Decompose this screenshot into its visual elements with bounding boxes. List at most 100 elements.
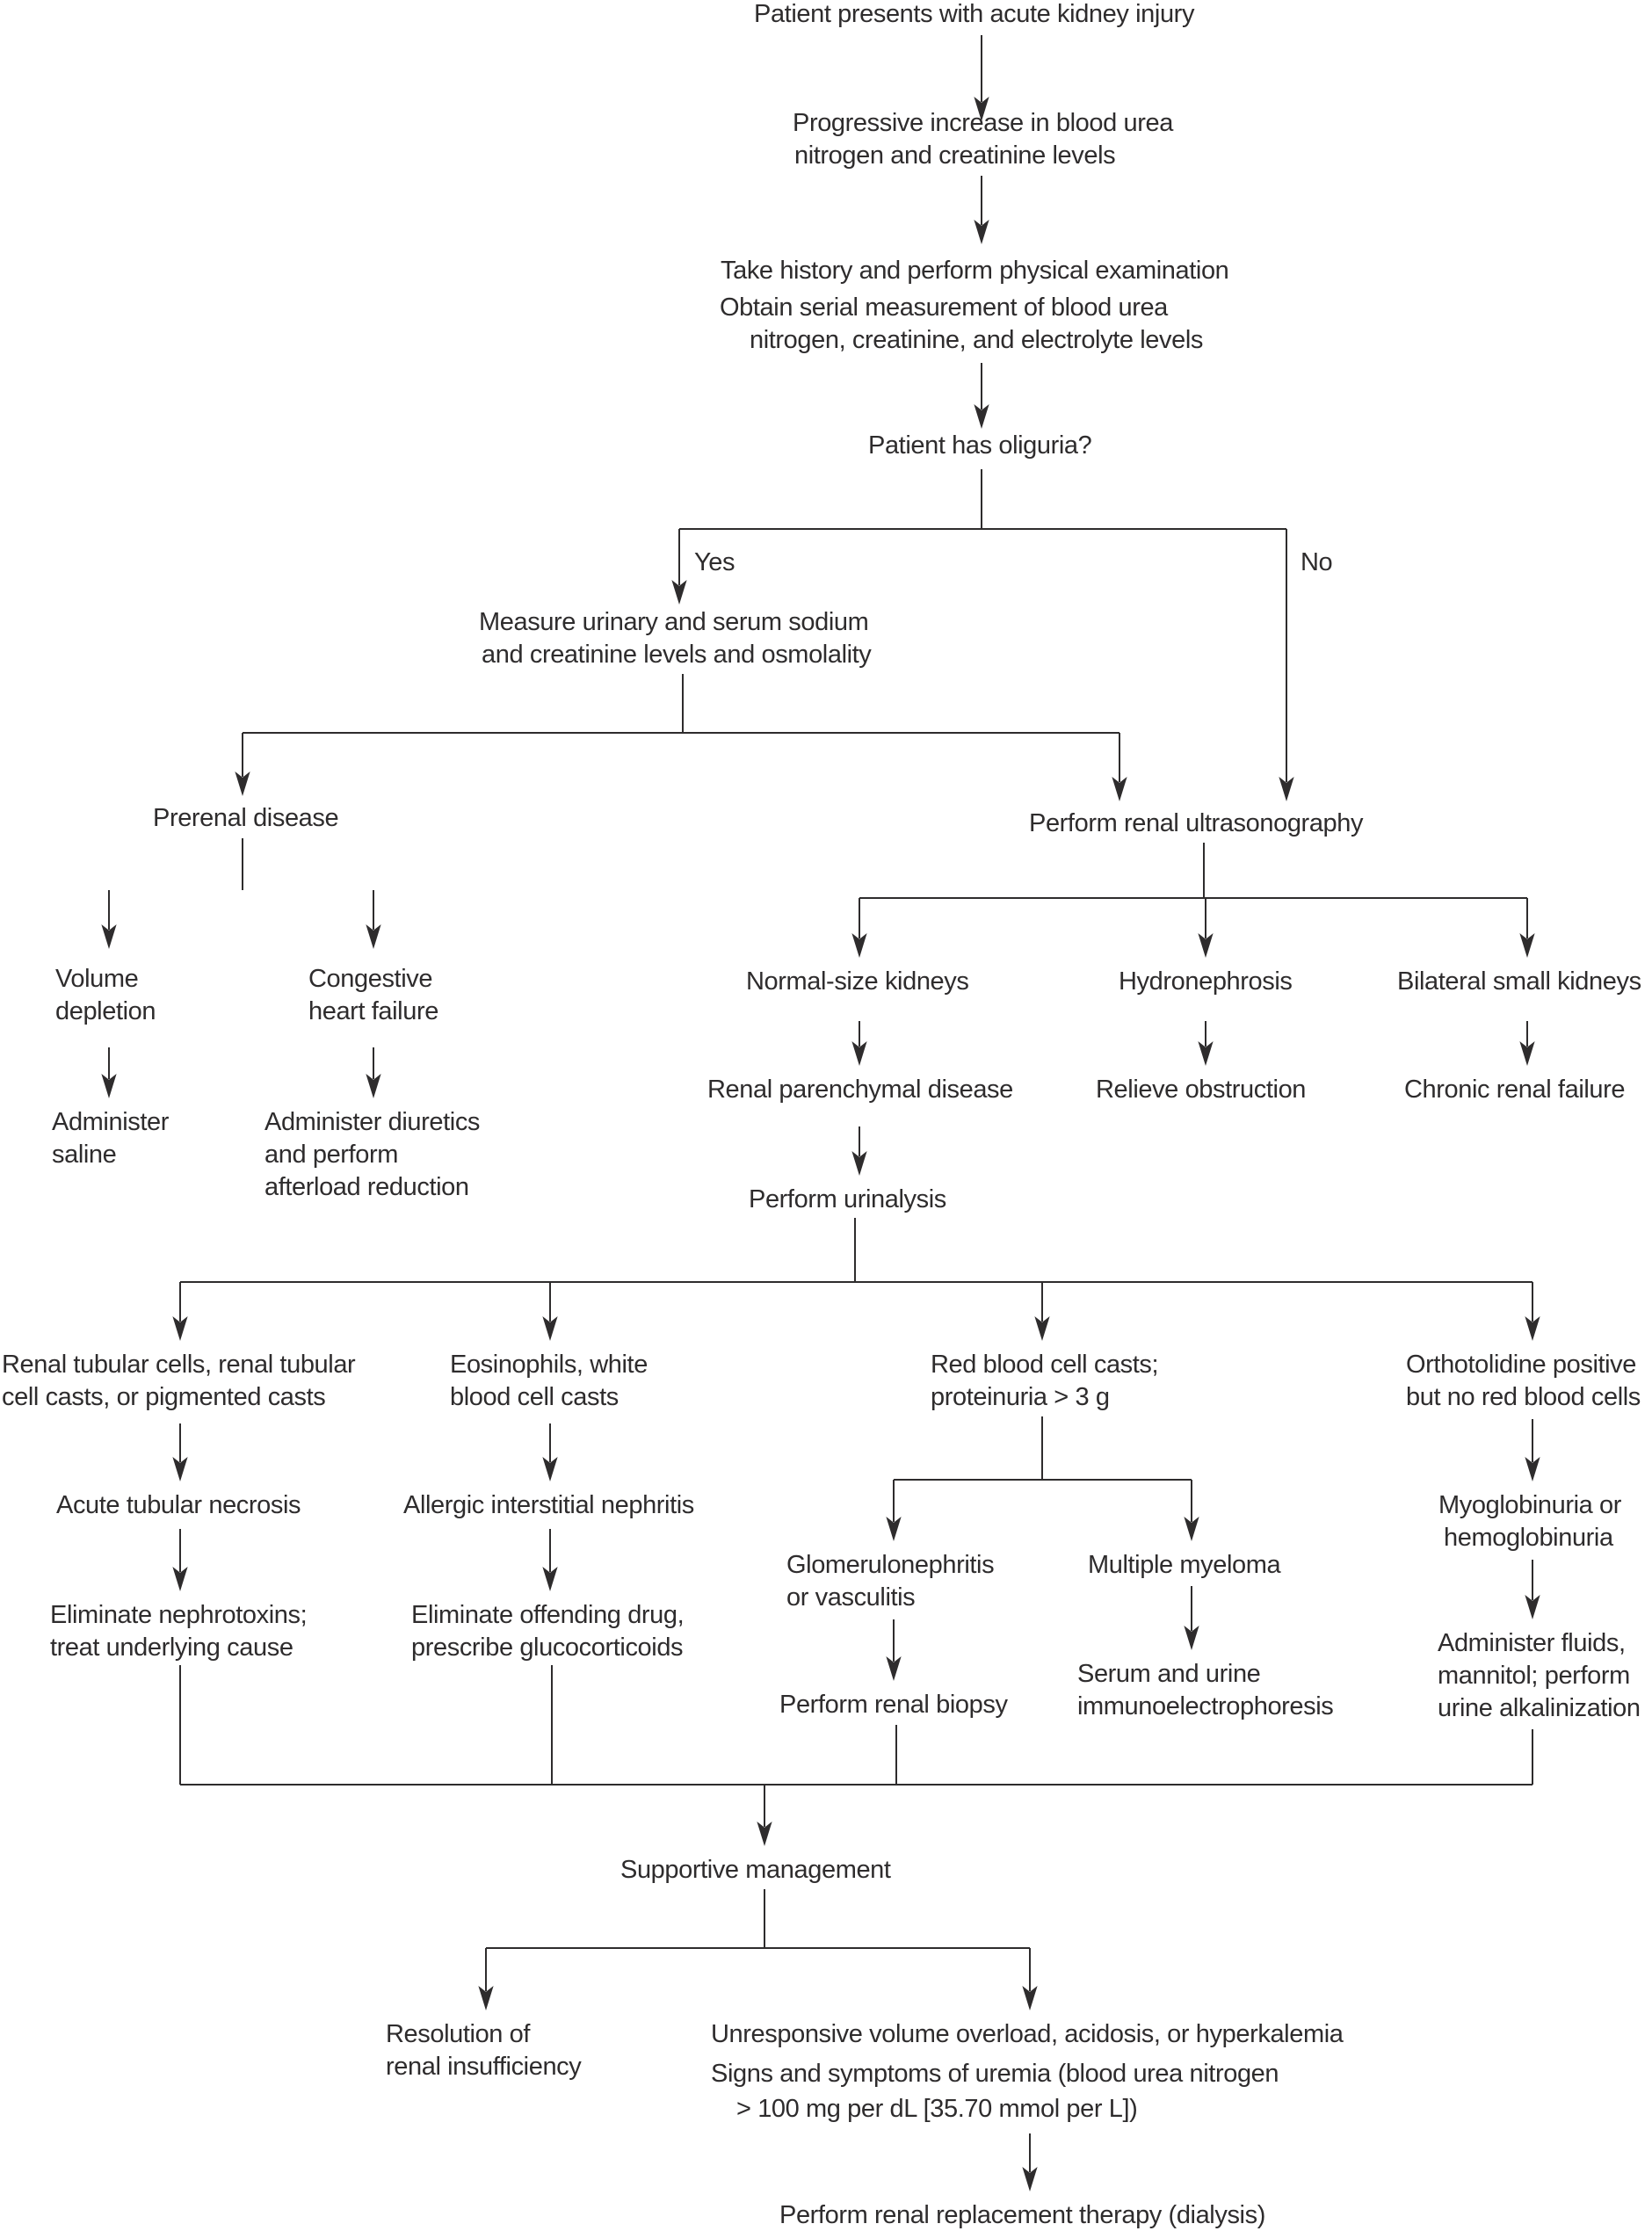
arrow-stem [108,1047,110,1079]
arrow-stem [549,1282,551,1322]
node-renal-ultrasonography-line: Perform renal ultrasonography [1029,809,1364,837]
connector-horizontal-line [243,732,1119,734]
node-normal-size-kidneys: Normal-size kidneys [746,966,969,998]
node-renal-tubular-cells-line: cell casts, or pigmented casts [2,1383,326,1411]
node-chronic-renal-failure-line: Chronic renal failure [1404,1076,1626,1104]
arrow-stem [549,1529,551,1572]
arrow-stem [1532,1560,1533,1600]
node-obtain-serial-line: Obtain serial measurement of blood urea [720,293,1168,322]
connector-horizontal-line [180,1784,1532,1786]
connector-vertical-line [1203,843,1205,898]
arrow-stem [1041,1282,1043,1322]
node-multiple-myeloma-line: Multiple myeloma [1088,1551,1281,1579]
node-hydronephrosis-line: Hydronephrosis [1119,967,1293,996]
node-administer-fluids-line: urine alkalinization [1438,1694,1641,1722]
arrow-stem [242,733,243,777]
arrow-stem [859,1126,860,1156]
connector-vertical-line [764,1889,765,1948]
node-renal-tubular-cells-line: Renal tubular cells, renal tubular [2,1351,356,1379]
connector-horizontal-line [679,528,1286,530]
node-red-blood-cell-casts: Red blood cell casts;proteinuria > 3 g [931,1349,1159,1414]
arrow-stem [1205,1021,1206,1047]
node-relieve-obstruction-line: Relieve obstruction [1096,1076,1307,1104]
connector-vertical-line [1041,1416,1043,1480]
arrow-stem [1526,898,1528,938]
node-perform-renal-biopsy: Perform renal biopsy [779,1689,1008,1721]
arrow-stem [893,1619,895,1662]
arrow-stem [1286,529,1287,782]
node-red-blood-cell-casts-line: Red blood cell casts; [931,1351,1159,1379]
arrow-stem [108,890,110,930]
node-volume-depletion-line: Volume [55,965,139,993]
node-serum-urine-immuno: Serum and urine immunoelectrophoresis [1077,1658,1334,1723]
node-perform-urinalysis: Perform urinalysis [749,1184,946,1216]
node-allergic-interstitial-nephritis: Allergic interstitial nephritis [403,1489,694,1522]
arrow-stem [373,1047,374,1079]
node-renal-replacement-therapy: Perform renal replacement therapy (dialy… [779,2199,1265,2231]
node-prerenal-disease-line: Prerenal disease [153,804,339,832]
node-obtain-serial-line: nitrogen, creatinine, and electrolyte le… [750,326,1203,354]
connector-vertical-line [854,1218,856,1282]
arrow-stem [1029,2133,1031,2172]
node-acute-tubular-necrosis-line: Acute tubular necrosis [56,1491,301,1519]
arrow-stem [1191,1480,1192,1522]
node-supportive-management: Supportive management [620,1854,891,1887]
node-bilateral-small-kidneys: Bilateral small kidneys [1397,966,1641,998]
node-bilateral-small-kidneys-line: Bilateral small kidneys [1397,967,1641,996]
node-unresponsive-overload-line: Signs and symptoms of uremia (blood urea… [711,2060,1279,2088]
arrow-stem [373,890,374,930]
node-serum-urine-immuno-line: Serum and urine [1077,1660,1261,1688]
arrow-stem [678,529,680,585]
connector-horizontal-line [486,1947,1030,1949]
node-renal-replacement-therapy-line: Perform renal replacement therapy (dialy… [779,2201,1265,2229]
node-eliminate-nephrotoxins: Eliminate nephrotoxins;treat underlying … [50,1599,308,1664]
node-renal-parenchymal-disease-line: Renal parenchymal disease [707,1076,1013,1104]
connector-vertical-line [242,838,243,890]
node-acute-tubular-necrosis: Acute tubular necrosis [56,1489,301,1522]
node-multiple-myeloma: Multiple myeloma [1088,1549,1281,1582]
node-normal-size-kidneys-line: Normal-size kidneys [746,967,969,996]
node-eliminate-nephrotoxins-line: treat underlying cause [50,1633,293,1662]
node-eliminate-offending-drug-line: prescribe glucocorticoids [411,1633,684,1662]
node-take-history-line: Take history and perform physical examin… [721,257,1229,285]
node-unresponsive-overload-line: Unresponsive volume overload, acidosis, … [711,2020,1344,2048]
node-supportive-management-line: Supportive management [620,1856,891,1884]
connector-vertical-line [895,1725,897,1785]
node-serum-urine-immuno-line: immunoelectrophoresis [1077,1692,1334,1720]
node-perform-urinalysis-line: Perform urinalysis [749,1185,946,1213]
node-congestive-heart-failure-line: heart failure [308,997,438,1025]
node-patient-presents: Patient presents with acute kidney injur… [754,0,1194,31]
arrow-stem [981,35,982,102]
connector-horizontal-line [180,1281,1532,1283]
node-progressive-increase-line: nitrogen and creatinine levels [794,141,1116,170]
node-label-no-line: No [1301,548,1333,576]
node-measure-urinary-line: Measure urinary and serum sodium [479,608,869,636]
arrow-stem [859,1021,860,1047]
node-prerenal-disease: Prerenal disease [153,802,339,835]
node-administer-fluids-line: Administer fluids, [1438,1629,1626,1657]
node-oliguria-question-line: Patient has oliguria? [868,431,1092,460]
connector-vertical-line [682,674,684,733]
arrow-stem [764,1785,765,1827]
node-renal-parenchymal-disease: Renal parenchymal disease [707,1074,1013,1106]
node-hydronephrosis: Hydronephrosis [1119,966,1293,998]
arrow-stem [549,1423,551,1462]
arrow-stem [1532,1282,1533,1322]
node-administer-diuretics-line: afterload reduction [264,1173,469,1201]
node-orthotolidine-positive-line: Orthotolidine positive [1406,1351,1637,1379]
node-administer-saline-line: saline [52,1141,117,1169]
connector-vertical-line [1532,1729,1533,1785]
node-eliminate-offending-drug: Eliminate offending drug,prescribe gluco… [411,1599,685,1664]
node-renal-tubular-cells: Renal tubular cells, renal tubular cell c… [2,1349,356,1414]
